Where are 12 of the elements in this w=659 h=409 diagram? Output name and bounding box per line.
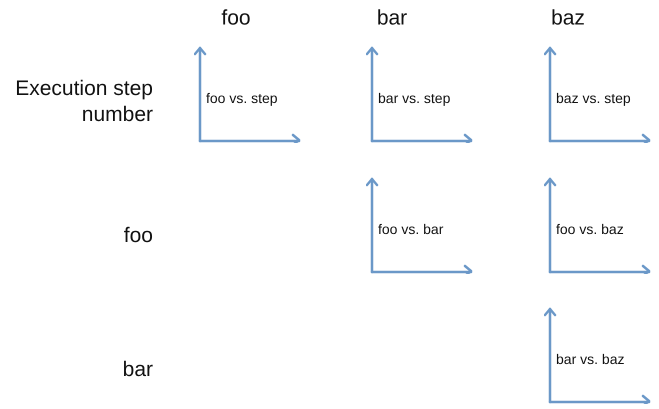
row-header: Execution step number xyxy=(14,76,153,128)
column-header: foo xyxy=(221,8,251,28)
plot-label: bar vs. step xyxy=(378,91,450,105)
column-header: baz xyxy=(551,8,585,28)
plot-label: bar vs. baz xyxy=(556,352,624,366)
column-header: bar xyxy=(376,8,408,28)
plot-label: foo vs. step xyxy=(206,91,278,105)
plot-label: foo vs. baz xyxy=(556,222,624,236)
row-header: bar xyxy=(122,357,153,383)
plot-label: baz vs. step xyxy=(556,91,631,105)
row-header: foo xyxy=(122,223,153,249)
plot-label: foo vs. bar xyxy=(378,222,444,236)
